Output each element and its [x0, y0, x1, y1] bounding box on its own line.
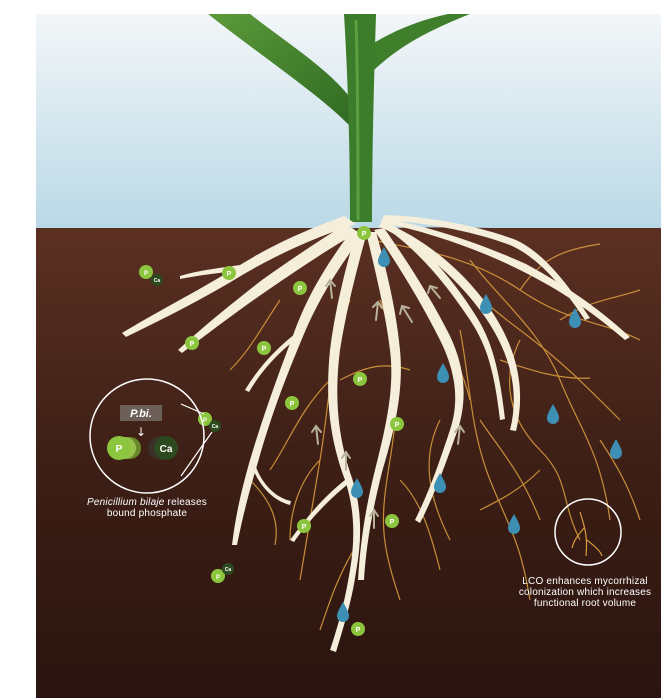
phosphate-particle: P: [385, 514, 399, 528]
svg-text:P: P: [290, 401, 295, 408]
phosphate-particle: P: [297, 519, 311, 533]
phosphate-particle: P: [351, 622, 365, 636]
svg-text:P: P: [116, 444, 123, 455]
penicillium-caption-line2: bound phosphate: [58, 508, 236, 519]
phosphate-particle: P: [353, 372, 367, 386]
pbi-badge-label: P.bi.: [130, 408, 152, 420]
penicillium-caption: Penicillium bilaje releases bound phosph…: [58, 497, 236, 519]
phosphate-particle: P: [257, 341, 271, 355]
svg-text:P: P: [302, 524, 307, 531]
svg-text:P: P: [190, 341, 195, 348]
svg-text:Ca: Ca: [212, 424, 219, 430]
lco-caption-line2: colonization which increases: [505, 587, 661, 598]
svg-text:Ca: Ca: [160, 444, 173, 455]
svg-text:P: P: [358, 377, 363, 384]
svg-text:P: P: [144, 271, 148, 277]
svg-text:Ca: Ca: [225, 567, 232, 573]
phosphate-particle: P: [185, 336, 199, 350]
lco-caption-line3: functional root volume: [505, 598, 661, 609]
lco-caption-line1: LCO enhances mycorrhizal: [505, 576, 661, 587]
svg-text:Ca: Ca: [154, 278, 161, 284]
svg-text:P: P: [298, 286, 303, 293]
phosphate-particle: P: [293, 281, 307, 295]
svg-text:P: P: [216, 575, 220, 581]
svg-text:P: P: [356, 627, 361, 634]
svg-text:P: P: [262, 346, 267, 353]
svg-text:P: P: [203, 418, 207, 424]
lco-caption: LCO enhances mycorrhizal colonization wh…: [505, 576, 661, 609]
penicillium-caption-rest: releases: [165, 497, 207, 508]
penicillium-species: Penicillium bilaje: [87, 497, 165, 508]
phosphate-particle: P: [357, 226, 371, 240]
svg-text:P: P: [390, 519, 395, 526]
phosphate-particle: P: [390, 417, 404, 431]
phosphate-particle: P: [222, 266, 236, 280]
svg-text:P: P: [362, 231, 367, 238]
svg-text:P: P: [395, 422, 400, 429]
phosphate-particle: P: [285, 396, 299, 410]
down-arrow: ↓: [136, 425, 146, 439]
svg-text:P: P: [227, 271, 232, 278]
